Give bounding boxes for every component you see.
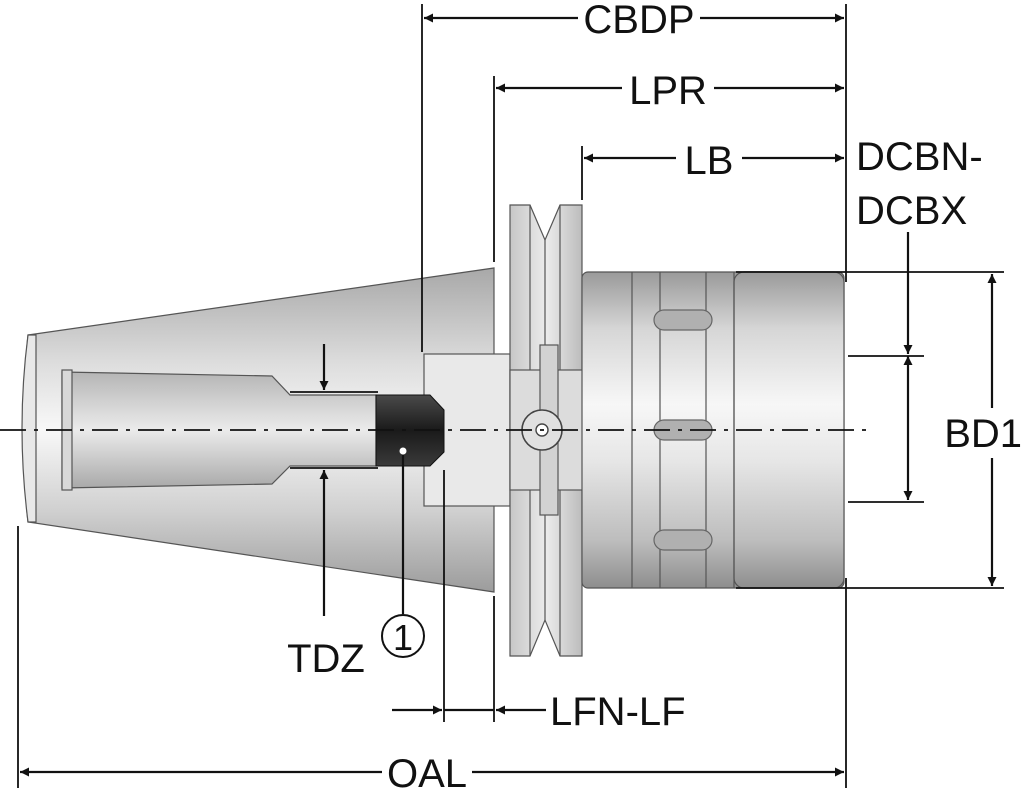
dimension-lines xyxy=(20,13,997,777)
item-1-circle xyxy=(381,614,425,658)
extension-lines xyxy=(17,4,1004,788)
label-lfn-lf: LFN-LF xyxy=(550,690,686,734)
oval-slot xyxy=(653,529,713,551)
label-dcbn: DCBN- xyxy=(856,135,983,179)
set-screw xyxy=(375,394,445,467)
cone-nose xyxy=(21,334,37,523)
label-oal: OAL xyxy=(387,752,467,792)
item-1-number: 1 xyxy=(393,617,413,658)
oval-slot xyxy=(653,309,713,331)
set-screw-dot xyxy=(399,447,407,455)
label-bd1: BD1 xyxy=(944,412,1022,456)
label-tdz: TDZ xyxy=(287,637,365,681)
label-lb: LB xyxy=(685,139,734,183)
label-cbdp: CBDP xyxy=(583,0,694,42)
label-lpr: LPR xyxy=(629,69,707,113)
label-dcbx: DCBX xyxy=(856,189,967,233)
